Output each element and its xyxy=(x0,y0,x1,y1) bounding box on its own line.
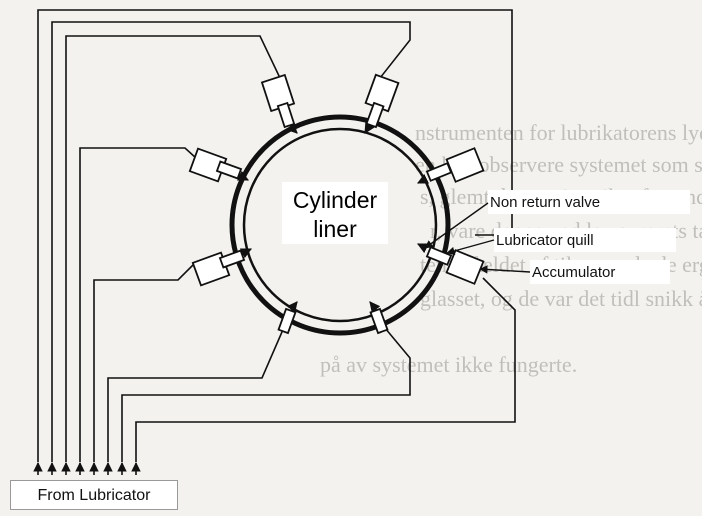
injection-arrow xyxy=(364,121,375,134)
cylinder-liner-outer xyxy=(229,114,451,336)
lubrication-point xyxy=(188,147,249,183)
lubrication-point xyxy=(277,301,298,335)
accumulator-label: Accumulator xyxy=(532,264,615,281)
lubricator-quill-label: Lubricator quill xyxy=(496,232,594,249)
injection-arrow xyxy=(369,301,381,313)
non-return-valve-pointer xyxy=(424,202,489,249)
pipe xyxy=(79,147,197,462)
lubrication-point xyxy=(369,301,389,335)
lubrication-point xyxy=(417,147,485,184)
callout-background xyxy=(530,260,670,284)
accumulator-pointer xyxy=(479,265,531,274)
background-text-line: glasset, og de var det tidl snikk å se d… xyxy=(420,286,702,311)
callout-background xyxy=(494,228,676,252)
cylinder-label-line1: Cylinder xyxy=(293,187,378,213)
pipe xyxy=(65,35,281,462)
injection-arrow xyxy=(286,122,298,134)
injection-arrow xyxy=(417,243,430,254)
accumulator-box xyxy=(445,249,485,285)
lubrication-point xyxy=(191,248,252,287)
pipe xyxy=(121,327,411,462)
pipe xyxy=(107,324,286,462)
center-label-background xyxy=(282,182,388,244)
background-text-line: nstrumenten for lubrikatorens lydlegeme … xyxy=(415,120,702,145)
lubrication-point xyxy=(417,243,485,285)
lubricator-quill-pointer xyxy=(446,239,495,256)
pipe xyxy=(93,261,197,462)
cylinder-label-line2: liner xyxy=(313,216,357,242)
background-text-line: på av systemet ikke fungerte. xyxy=(320,352,577,377)
injection-arrow xyxy=(236,170,249,181)
injection-arrow xyxy=(417,173,430,184)
lubrication-point xyxy=(364,73,400,134)
pipe xyxy=(51,21,411,462)
pipe xyxy=(135,277,516,462)
lubrication-point xyxy=(260,73,298,134)
source-arrows xyxy=(33,462,141,475)
from-lubricator-label: From Lubricator xyxy=(10,480,178,510)
injection-arrow xyxy=(286,301,298,313)
callout-background xyxy=(488,190,690,214)
lubrication-points xyxy=(188,73,485,335)
injection-arrow xyxy=(239,248,252,259)
non-return-valve-label: Non return valve xyxy=(490,194,600,211)
quill xyxy=(276,101,296,129)
cylinder-liner-inner xyxy=(242,127,438,323)
